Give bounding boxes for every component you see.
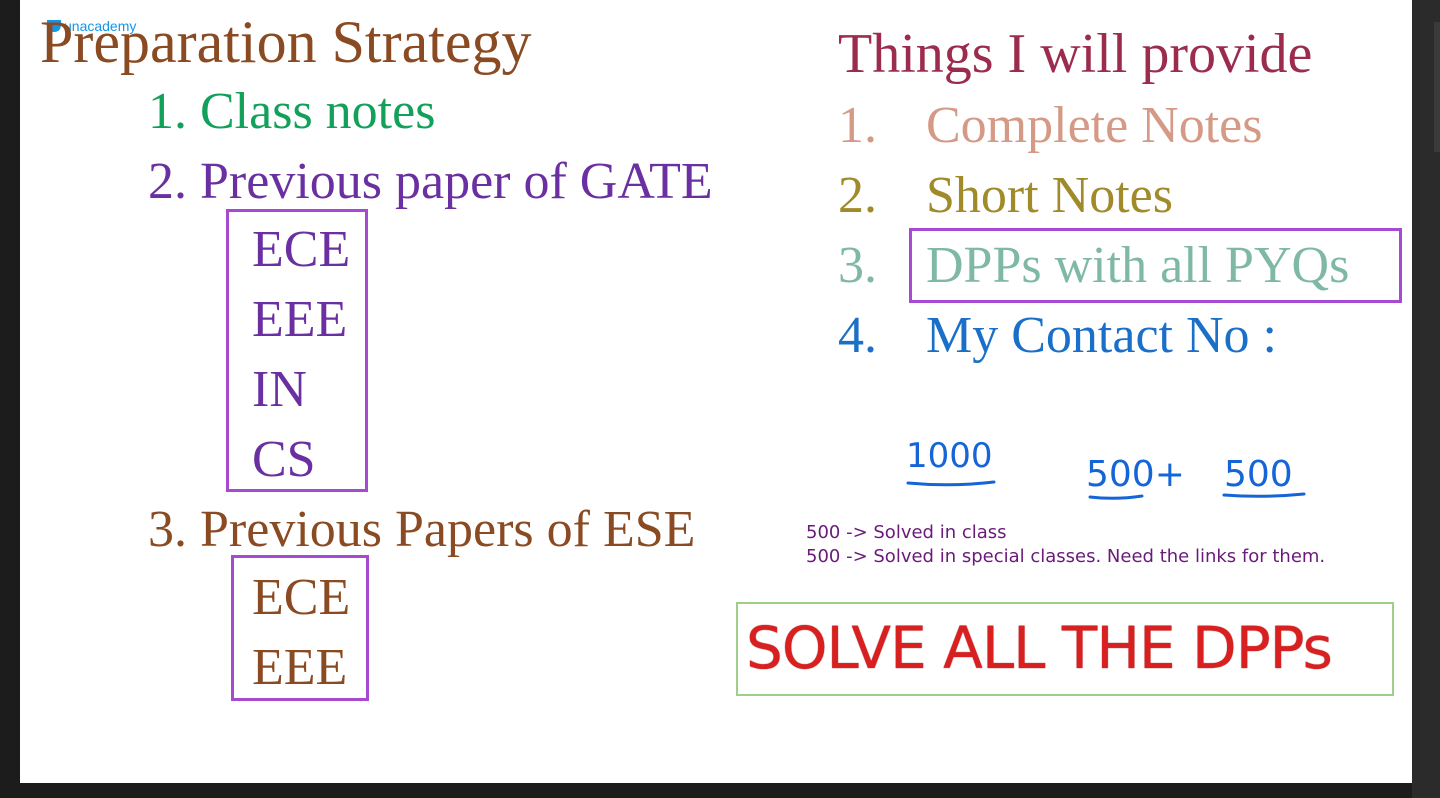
- left-item-label: Class notes: [200, 83, 436, 140]
- side-panel-edge: [1412, 0, 1440, 798]
- right-item-label: My Contact No :: [926, 307, 1277, 364]
- unacademy-logo-icon: [47, 20, 61, 32]
- right-item-num: 3.: [838, 237, 877, 294]
- underline-500-plus: [1088, 494, 1144, 500]
- left-item-3: 3. Previous Papers of ESE: [148, 500, 695, 559]
- left-item-label: Previous Papers of ESE: [200, 501, 696, 558]
- unacademy-logo: unacademy: [46, 18, 136, 34]
- underline-1000: [906, 480, 996, 487]
- gate-branch-in: IN: [252, 361, 307, 418]
- right-item-label: DPPs with all PYQs: [926, 237, 1350, 294]
- right-item-3: 3. DPPs with all PYQs: [838, 236, 1349, 295]
- note-line-1: 500 -> Solved in class: [806, 522, 1007, 543]
- gate-branch-eee: EEE: [252, 291, 348, 348]
- right-item-num: 2.: [838, 167, 877, 224]
- right-item-4: 4. My Contact No :: [838, 306, 1277, 365]
- left-item-num: 3.: [148, 501, 187, 558]
- handwritten-1000: 1000: [906, 436, 993, 476]
- left-item-label: Previous paper of GATE: [200, 153, 713, 210]
- ese-branch-eee: EEE: [252, 639, 348, 696]
- right-item-label: Short Notes: [926, 167, 1173, 224]
- handwritten-500: 500: [1224, 454, 1293, 495]
- right-item-num: 1.: [838, 97, 877, 154]
- right-item-1: 1. Complete Notes: [838, 96, 1263, 155]
- left-item-1: 1. Class notes: [148, 82, 435, 141]
- logo-text: unacademy: [64, 18, 137, 34]
- right-item-label: Complete Notes: [926, 97, 1263, 154]
- left-item-num: 2.: [148, 153, 187, 210]
- left-item-num: 1.: [148, 83, 187, 140]
- scroll-indicator[interactable]: [1434, 22, 1440, 152]
- gate-branch-ece: ECE: [252, 221, 351, 278]
- note-line-2: 500 -> Solved in special classes. Need t…: [806, 546, 1326, 567]
- right-item-num: 4.: [838, 307, 877, 364]
- dpps-highlight-box: [909, 228, 1402, 303]
- solve-banner-box: [736, 602, 1394, 696]
- left-item-2: 2. Previous paper of GATE: [148, 152, 713, 211]
- handwritten-500-plus: 500+: [1086, 454, 1185, 495]
- slide-canvas: unacademy Preparation Strategy 1. Class …: [20, 0, 1412, 783]
- ese-branch-ece: ECE: [252, 569, 351, 626]
- right-item-2: 2. Short Notes: [838, 166, 1173, 225]
- ese-branches-box: [231, 555, 369, 701]
- underline-500: [1222, 492, 1306, 498]
- preparation-strategy-heading: Preparation Strategy: [40, 9, 532, 75]
- gate-branch-cs: CS: [252, 431, 316, 488]
- things-heading: Things I will provide: [838, 23, 1313, 85]
- gate-branches-box: [226, 209, 368, 492]
- solve-banner-text: SOLVE ALL THE DPPs: [746, 614, 1333, 682]
